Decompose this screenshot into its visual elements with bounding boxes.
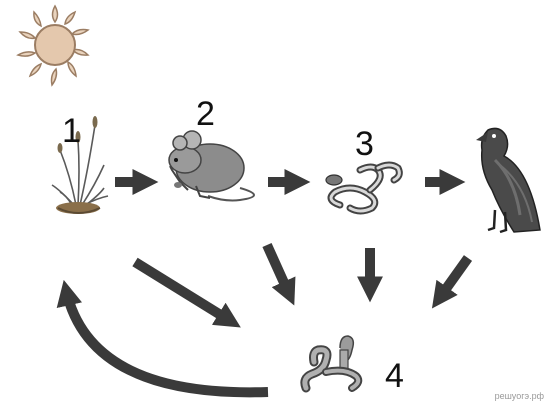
eagle-icon — [476, 127, 541, 234]
watermark: решуогэ.рф — [494, 391, 544, 401]
arrow-2-to-4 — [262, 242, 296, 306]
mouse-icon — [168, 130, 255, 202]
node-label-3: 3 — [355, 125, 374, 163]
arrow-eagle-to-4 — [431, 255, 473, 309]
snake-icon — [325, 161, 403, 215]
grass-plant-icon — [51, 116, 109, 214]
arrow-4-to-1 — [56, 279, 269, 398]
arrow-1-to-4 — [132, 257, 241, 328]
node-label-2: 2 — [196, 95, 215, 133]
sun-icon — [16, 4, 90, 87]
node-label-1: 1 — [62, 112, 81, 150]
earthworm-mushroom-icon — [300, 335, 363, 393]
node-label-4: 4 — [385, 357, 404, 395]
